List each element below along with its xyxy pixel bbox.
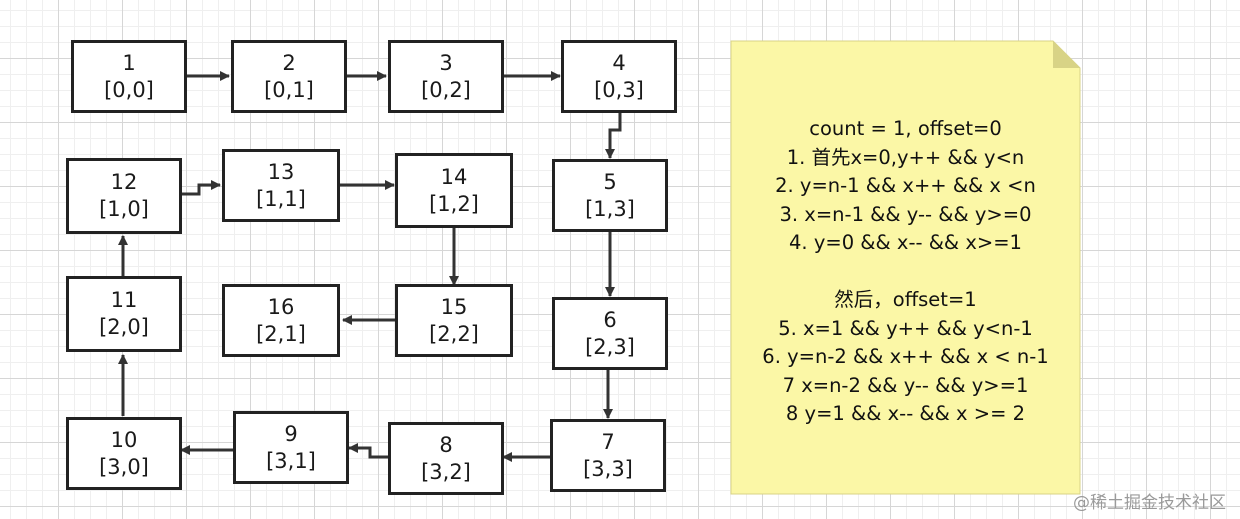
node-14-coord: [1,2]: [429, 191, 479, 216]
node-16: 16 [2,1]: [222, 284, 340, 357]
node-1-coord: [0,0]: [104, 77, 154, 102]
node-4-coord: [0,3]: [594, 77, 644, 102]
node-13-coord: [1,1]: [256, 186, 306, 211]
node-14: 14 [1,2]: [395, 153, 513, 228]
node-7-id: 7: [601, 429, 615, 454]
node-11-coord: [2,0]: [99, 315, 149, 339]
node-10-id: 10: [110, 427, 138, 452]
sticky-note-fold: [1053, 41, 1080, 68]
note-line: count = 1, offset=0: [809, 117, 1002, 140]
node-2-id: 2: [282, 50, 296, 75]
note-line: 8 y=1 && x-- && x >= 2: [785, 402, 1026, 425]
node-7-coord: [3,3]: [583, 456, 633, 481]
node-3-coord: [0,2]: [421, 77, 471, 102]
node-11: 11 [2,0]: [66, 276, 182, 352]
node-15-id: 15: [440, 294, 468, 319]
node-9: 9 [3,1]: [233, 411, 349, 484]
node-6-id: 6: [603, 307, 617, 332]
node-12-id: 12: [110, 170, 138, 194]
node-10: 10 [3,0]: [66, 417, 182, 490]
node-15-coord: [2,2]: [429, 321, 479, 346]
sticky-note-text: count = 1, offset=0 1. 首先x=0,y++ && y<n …: [731, 115, 1080, 429]
arrow-8-to-9: [348, 443, 388, 459]
node-4: 4 [0,3]: [561, 40, 677, 113]
sticky-note: [730, 40, 1081, 495]
note-line: 5. x=1 && y++ && y<n-1: [778, 316, 1033, 340]
arrow-4-to-5: [605, 113, 622, 159]
node-14-id: 14: [440, 164, 468, 189]
node-3-id: 3: [439, 50, 453, 75]
node-3: 3 [0,2]: [388, 40, 504, 113]
node-10-coord: [3,0]: [99, 454, 149, 479]
note-line: 然后，offset=1: [834, 288, 977, 311]
note-line: 3. x=n-1 && y-- && y>=0: [779, 202, 1032, 226]
node-9-id: 9: [284, 421, 298, 446]
note-line: [731, 258, 1080, 287]
node-16-id: 16: [267, 294, 295, 319]
node-5-coord: [1,3]: [585, 196, 635, 221]
node-8-id: 8: [439, 432, 453, 457]
node-1: 1 [0,0]: [71, 40, 187, 113]
arrow-12-to-13: [181, 180, 221, 196]
node-7: 7 [3,3]: [550, 419, 666, 492]
node-12-coord: [1,0]: [99, 197, 149, 221]
note-line: 6. y=n-2 && x++ && x < n-1: [762, 345, 1049, 368]
node-11-id: 11: [110, 288, 138, 312]
node-1-id: 1: [122, 50, 136, 75]
node-9-coord: [3,1]: [266, 448, 316, 473]
node-6: 6 [2,3]: [552, 297, 668, 370]
node-13: 13 [1,1]: [222, 149, 340, 222]
node-6-coord: [2,3]: [585, 334, 635, 359]
node-16-coord: [2,1]: [256, 321, 306, 346]
node-4-id: 4: [612, 50, 626, 75]
node-15: 15 [2,2]: [395, 284, 513, 357]
note-line: 2. y=n-1 && x++ && x <n: [775, 174, 1036, 197]
node-2-coord: [0,1]: [264, 77, 314, 102]
node-2: 2 [0,1]: [231, 40, 347, 113]
note-line: 1. 首先x=0,y++ && y<n: [786, 145, 1025, 169]
node-8: 8 [3,2]: [388, 422, 504, 495]
node-8-coord: [3,2]: [421, 459, 471, 484]
node-13-id: 13: [267, 159, 295, 184]
node-5: 5 [1,3]: [552, 159, 668, 232]
note-line: 7 x=n-2 && y-- && y>=1: [782, 373, 1029, 397]
watermark: @稀土掘金技术社区: [1073, 493, 1226, 513]
node-5-id: 5: [603, 169, 617, 194]
note-line: 4. y=0 && x-- && x>=1: [789, 231, 1022, 254]
node-12: 12 [1,0]: [66, 158, 182, 234]
